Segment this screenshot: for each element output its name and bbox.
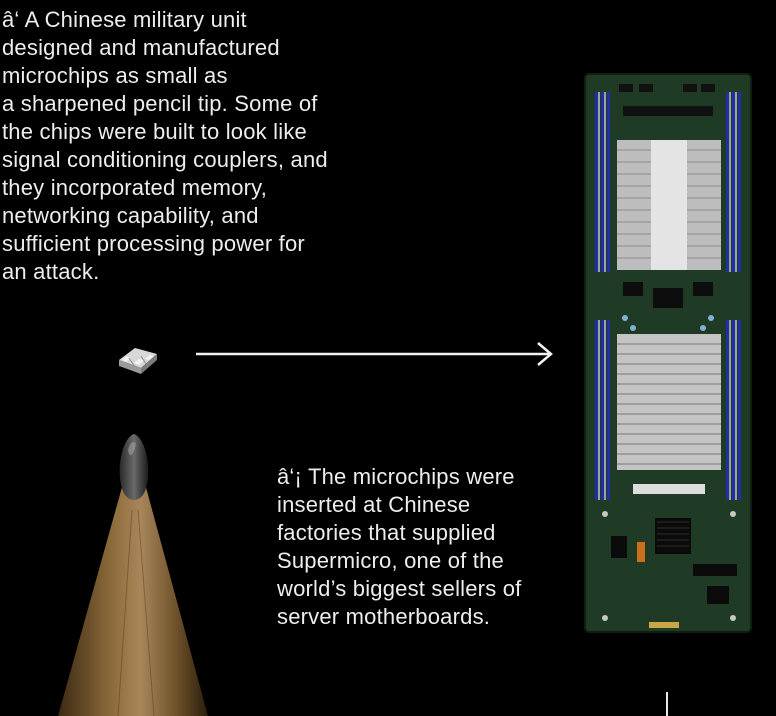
microchip-image	[119, 348, 157, 374]
server-motherboard-image	[584, 73, 752, 633]
caption-chinese-military-unit: â‘ A Chinese military unit designed and …	[2, 7, 328, 284]
text-cursor-line	[666, 692, 668, 716]
caption-supermicro-factories: â‘¡ The microchips were inserted at Chin…	[277, 464, 522, 629]
right-arrow-icon	[196, 342, 553, 366]
pencil-image	[58, 434, 208, 716]
